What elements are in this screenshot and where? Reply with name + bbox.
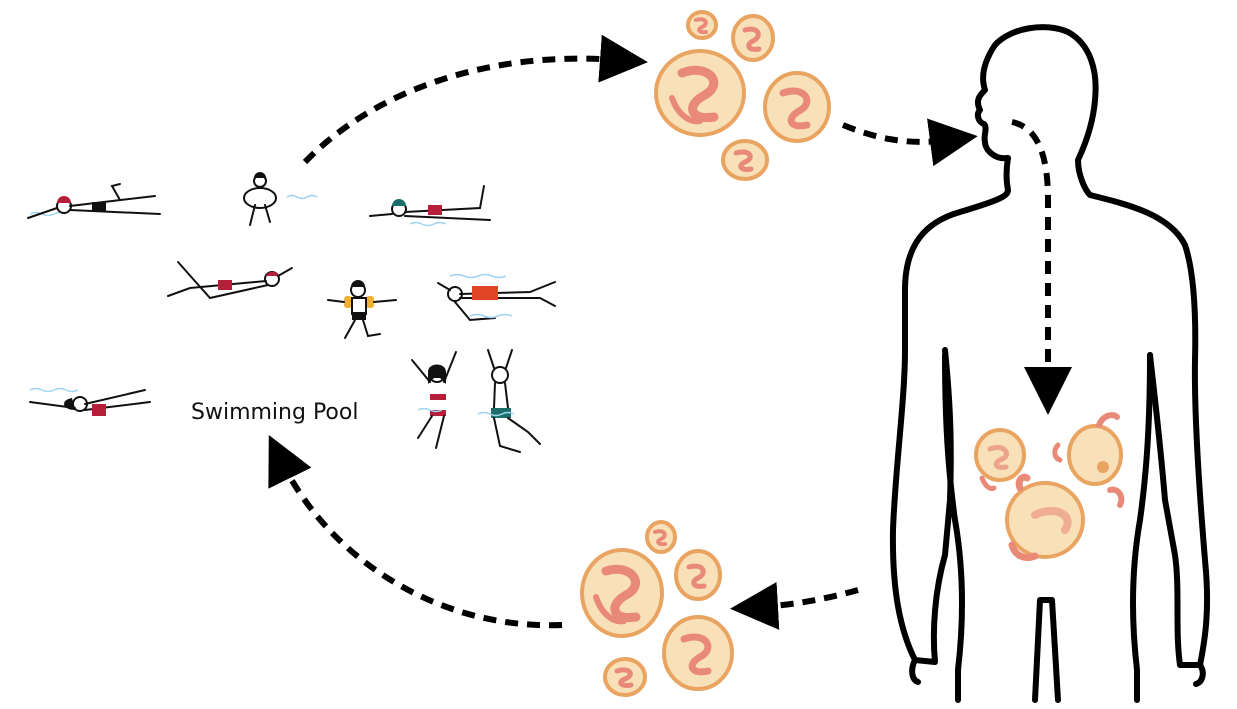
swimmer (27, 183, 161, 219)
cyst-cluster-bottom (580, 520, 734, 697)
cyst (580, 548, 664, 638)
swimmer (369, 185, 491, 227)
cyst (1005, 473, 1085, 559)
cyst (654, 49, 746, 137)
swimmer (437, 273, 556, 322)
cyst (763, 71, 831, 143)
swimmers (27, 172, 556, 453)
swimmer (477, 349, 541, 453)
cyst (721, 139, 769, 181)
cyst (686, 10, 718, 40)
cyst (674, 549, 722, 601)
swimmer (411, 351, 457, 449)
cyst (1067, 412, 1123, 486)
cyst (974, 428, 1026, 482)
swimmer (29, 387, 151, 416)
arrow-mouth-to-gut (1011, 119, 1072, 415)
human-body-outline (889, 24, 1211, 703)
swimmer (167, 261, 293, 300)
cyst-cluster-top (654, 10, 831, 181)
cysts-in-gut (974, 412, 1125, 561)
pool-label: Swimming Pool (191, 400, 358, 425)
swimmer (243, 172, 318, 226)
arrow-body-to-cysts (730, 582, 859, 630)
cyst (662, 615, 734, 691)
arrow-cysts-to-pool (268, 435, 563, 629)
arrow-cysts-to-mouth (841, 118, 978, 167)
arrow-pool-to-cysts (302, 34, 648, 165)
cyst (731, 14, 775, 62)
cyst (603, 657, 647, 697)
cyst (645, 520, 677, 554)
swimmer (327, 280, 397, 339)
